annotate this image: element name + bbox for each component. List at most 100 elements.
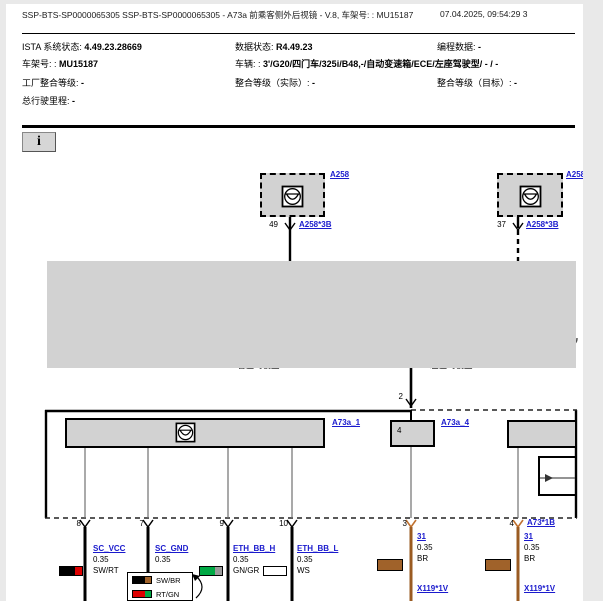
link-x119-1v-right[interactable]: X119*1V [524,584,556,593]
ista-status-label: ISTA 系统状态: [22,42,85,52]
ilevel-target: 整合等级（目标）: - [437,76,517,89]
pin-37-label: 37 [497,220,506,229]
twist-arrow-icon [195,575,203,599]
pin-7-label: 7 [139,519,144,528]
twist-arrowhead [192,574,200,581]
wire-31-right-gauge: 0.35 [524,543,540,552]
info-icon: i [37,134,41,149]
relay-box[interactable] [538,456,577,496]
data-status-label: 数据状态: [235,42,277,52]
a73a-4-pin-label: 4 [397,426,402,435]
subcomponent-a73a-4-box[interactable] [390,420,435,447]
subcomponent-right-box[interactable] [507,420,577,448]
vin-label: 车架号: : [22,59,60,69]
link-a258-right-clipped[interactable]: A258 [566,170,583,179]
mirror-icon [175,422,196,443]
wire-31-left-color: BR [417,554,429,563]
pin-2-label: 2 [398,392,403,401]
pin-4-label: 4 [509,519,514,528]
pin-7-chevron-icon [142,519,154,529]
wiring-lines-layer [44,217,578,601]
pin-10-chevron-icon [286,519,298,529]
arrow-right-icon [545,474,553,482]
vehicle-label: 车辆: : [235,59,264,69]
twisted-pair-color-1: SW/BR [156,575,181,585]
pin-49-label: 49 [269,220,278,229]
programming-data-label: 编程数据: [437,42,479,52]
mirror-unit-left-box[interactable] [260,173,325,217]
pin-3-label: 3 [402,519,407,528]
link-a73-1b[interactable]: A73*1B [527,518,556,527]
pin-49-chevron-icon [284,222,296,232]
mirror-icon [281,185,304,208]
swatch-br-left [377,559,403,571]
pin-8-label: 8 [76,519,81,528]
twisted-pair-row-2: RT/GN [128,587,192,601]
programming-data-value: - [478,42,482,52]
link-a258-3b-left[interactable]: A258*3B [299,220,332,229]
programming-data: 编程数据: - [437,40,481,53]
data-status-value: R4.49.23 [276,42,313,52]
swatch-br-right [485,559,511,571]
wire-eth-bb-h-gauge: 0.35 [233,555,249,564]
swatch-sw-br [132,576,152,584]
link-circuit-31-right[interactable]: 31 [524,532,533,541]
link-circuit-31-left[interactable]: 31 [417,532,426,541]
info-button[interactable]: i [22,132,56,152]
link-a73a-4[interactable]: A73a_4 [441,418,470,427]
twisted-pair-color-2: RT/GN [156,589,180,599]
pin-37-chevron-icon [512,222,524,232]
link-a73a-1[interactable]: A73a_1 [332,418,361,427]
header-separator [22,33,575,34]
mileage-label: 总行驶里程: [22,96,73,106]
link-x119-1v-left[interactable]: X119*1V [417,584,449,593]
link-a258-right-text: A258 [566,170,583,179]
wire-eth-bb-l-gauge: 0.35 [297,555,313,564]
mileage-value: - [72,96,76,106]
link-a258-3b-right[interactable]: A258*3B [526,220,559,229]
link-wire-eth-bb-l[interactable]: ETH_BB_L [297,544,339,553]
wire-eth-bb-l-color: WS [297,566,310,575]
mirror-unit-right-box[interactable] [497,173,563,217]
factory-ilevel-value: - [81,78,85,88]
wire-sc-gnd-gauge: 0.35 [155,555,171,564]
mirror-icon [519,185,542,208]
link-wire-sc-gnd[interactable]: SC_GND [155,544,189,553]
vehicle-value: 3'/G20/四门车/325i/B48,-/自动变速箱/ECE/左座驾驶型/ -… [263,59,499,69]
component-a73a-body[interactable] [47,261,576,368]
twisted-pair-box: SW/BR RT/GN [127,572,193,601]
section-separator [22,125,575,128]
ilevel-target-value: - [514,78,518,88]
wire-eth-bb-h-color: GN/GR [233,566,260,575]
ilevel-actual: 整合等级（实际）: - [235,76,315,89]
pin-10-label: 10 [279,519,288,528]
document-title: SSP-BTS-SP0000065305 SSP-BTS-SP000006530… [22,10,414,20]
swatch-gn-gr [199,566,223,576]
wire-sc-vcc-color: SW/RT [93,566,119,575]
pin-3-chevron-icon [405,519,417,529]
document-datetime: 07.04.2025, 09:54:29 3 [440,9,528,19]
subcomponent-a73a-1-box[interactable] [65,418,325,448]
pin-9-chevron-icon [222,519,234,529]
swatch-rt-gn [132,590,152,598]
pin-4-chevron-icon [512,519,524,529]
vin: 车架号: : MU15187 [22,57,98,70]
swatch-sw-rt [59,566,83,576]
pin-2-chevron-icon [405,398,417,408]
vin-value: MU15187 [59,59,99,69]
link-a258-left[interactable]: A258 [330,170,350,179]
wire-sc-vcc-gauge: 0.35 [93,555,109,564]
ilevel-actual-label: 整合等级（实际）: [235,78,313,88]
pin-9-label: 9 [219,519,224,528]
link-wire-eth-bb-h[interactable]: ETH_BB_H [233,544,276,553]
mileage: 总行驶里程: - [22,94,75,107]
wire-31-right-color: BR [524,554,536,563]
factory-ilevel-label: 工厂整合等级: [22,78,82,88]
ista-status: ISTA 系统状态: 4.49.23.28669 [22,40,142,53]
link-wire-sc-vcc[interactable]: SC_VCC [93,544,126,553]
swatch-ws [263,566,287,576]
twisted-pair-row-1: SW/BR [128,573,192,587]
wire-31-left-gauge: 0.35 [417,543,433,552]
data-status: 数据状态: R4.49.23 [235,40,313,53]
